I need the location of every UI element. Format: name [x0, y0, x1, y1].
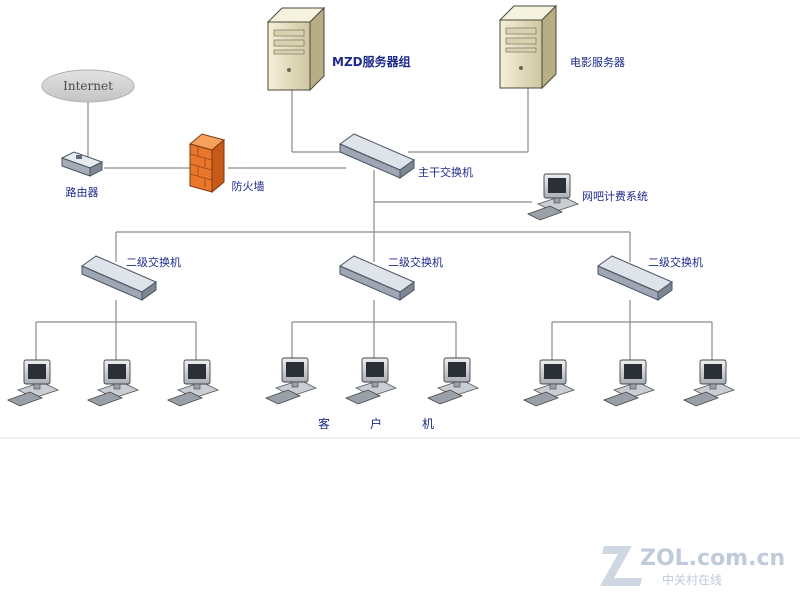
- sub-switch-3-label: 二级交换机: [648, 255, 703, 269]
- clients-label-char-3: 机: [422, 417, 436, 431]
- firewall-label: 防火墙: [232, 179, 265, 193]
- core-switch-icon: [339, 133, 415, 179]
- client-pc-icon: [345, 357, 397, 405]
- mzd-server-icon: [267, 7, 325, 91]
- client-pc-icon: [427, 357, 479, 405]
- client-pc-icon: [7, 359, 59, 407]
- sub-switch-2-label: 二级交换机: [388, 255, 443, 269]
- clients-label-char-1: 客: [318, 416, 332, 431]
- clients-label-char-2: 户: [370, 416, 384, 431]
- billing-label: 网吧计费系统: [582, 190, 648, 203]
- client-pc-icon: [683, 359, 735, 407]
- firewall-icon: [188, 133, 226, 194]
- mzd-server-label: MZD服务器组: [332, 54, 411, 69]
- client-pc-icon: [87, 359, 139, 407]
- watermark-sub-text: 中关村在线: [662, 572, 722, 587]
- client-pc-icon: [167, 359, 219, 407]
- zol-watermark: ZOL.com.cn 中关村在线: [600, 546, 785, 587]
- movie-server-icon: [499, 5, 557, 89]
- client-pc-icon: [603, 359, 655, 407]
- core-switch-label: 主干交换机: [418, 165, 473, 179]
- watermark-main-text: ZOL.com.cn: [640, 546, 785, 571]
- connection-lines: [35, 88, 713, 364]
- billing-pc-icon: [527, 173, 579, 221]
- router-icon: [60, 151, 104, 177]
- internet-cloud: Internet: [41, 69, 135, 103]
- sub-switch-1-label: 二级交换机: [126, 255, 181, 269]
- client-pcs: [7, 357, 735, 407]
- router-label: 路由器: [66, 185, 99, 199]
- client-pc-icon: [265, 357, 317, 405]
- internet-label: Internet: [63, 79, 113, 93]
- client-pc-icon: [523, 359, 575, 407]
- movie-server-label: 电影服务器: [570, 56, 625, 69]
